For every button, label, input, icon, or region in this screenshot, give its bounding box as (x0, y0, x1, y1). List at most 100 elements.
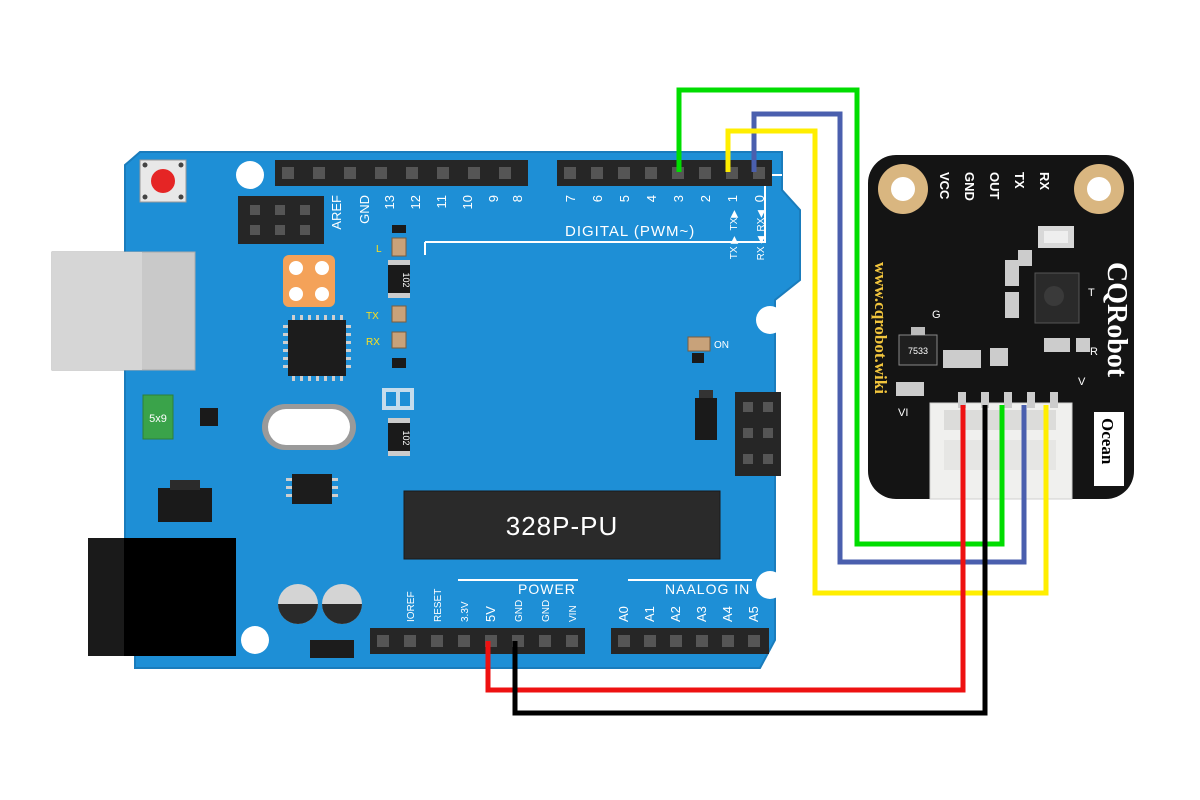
pin-label-0: 0 (752, 195, 767, 202)
pin-label-13: 13 (382, 195, 397, 209)
pin-label-4: 4 (644, 195, 659, 202)
pin-label-3: 3 (671, 195, 686, 202)
module-vi-label: VI (898, 407, 908, 419)
mounting-hole (236, 161, 264, 189)
digital-header-right (557, 160, 772, 186)
mounting-hole (878, 164, 928, 214)
led-rx-label: RX (366, 337, 380, 348)
dc-power-jack (88, 538, 236, 656)
pin-label-vin: VIN (568, 605, 579, 622)
module-pin-gnd-label: GND (962, 172, 977, 201)
analog-header (611, 628, 769, 654)
icsp-header (238, 196, 324, 244)
pin-label-ioref: IOREF (406, 591, 417, 622)
digital-header-title: DIGITAL (PWM~) (565, 223, 695, 240)
module-t-label: T (1088, 287, 1095, 299)
svg-text:102: 102 (401, 272, 411, 287)
pin-label-gnd: GND (357, 195, 372, 224)
led-on (687, 336, 711, 352)
pin-label-a0: A0 (616, 606, 631, 622)
module-product-label: Ocean (1098, 418, 1117, 465)
module-r-label: R (1090, 346, 1098, 358)
crystal-oscillator (262, 404, 356, 450)
led-tx-label: TX (366, 311, 379, 322)
mcu-chip-label: 328P-PU (506, 511, 619, 541)
rx-mark-label: RX ◀ (756, 236, 767, 261)
pin-label-9: 9 (486, 195, 501, 202)
pin-label-a1: A1 (642, 606, 657, 622)
tx-mark-label: TX ▶ (729, 236, 740, 260)
resistor-2: 102 (388, 418, 411, 456)
svg-text:7533: 7533 (908, 346, 928, 356)
module-v-label: V (1078, 376, 1086, 388)
led-l-label: L (376, 244, 382, 255)
led-l (391, 237, 407, 257)
power-header (370, 628, 585, 654)
wire-black (512, 405, 988, 716)
solder-jumper (283, 255, 335, 307)
analog-title: NAALOG IN (665, 581, 750, 597)
tx-arrow-label: TX▶ (729, 210, 740, 231)
digital-header-left (275, 160, 528, 186)
svg-text:5x9: 5x9 (149, 413, 167, 425)
module-main-chip (1034, 272, 1080, 324)
transistor (695, 398, 717, 440)
pin-label-8: 8 (510, 195, 525, 202)
pin-label-7: 7 (563, 195, 578, 202)
usb-connector (51, 251, 196, 371)
icsp-header-right (735, 392, 781, 476)
power-title: POWER (518, 581, 576, 597)
module-regulator: 7533 (898, 327, 938, 366)
module-pin-vcc-label: VCC (937, 172, 952, 200)
pin-label-a5: A5 (746, 606, 761, 622)
mounting-hole (756, 306, 784, 334)
transistor (200, 408, 218, 426)
led-rx (391, 331, 407, 349)
pin-label-10: 10 (460, 195, 475, 209)
pin-label-5: 5 (617, 195, 632, 202)
mounting-hole (756, 571, 784, 599)
wire-green (676, 87, 1005, 547)
module-url: www.cqrobot.wiki (871, 262, 890, 394)
usb-chip (283, 315, 351, 381)
pin-label-gnd-1: GND (514, 600, 525, 622)
module-pin-tx-label: TX (1012, 172, 1027, 189)
polyfuse: 5x9 (142, 394, 174, 440)
mounting-hole (241, 626, 269, 654)
rx-arrow-label: RX◀ (756, 210, 767, 232)
svg-text:102: 102 (401, 430, 411, 445)
wire-blue (751, 111, 1027, 565)
small-ic (286, 474, 338, 504)
capacitor (278, 584, 318, 624)
on-label: ON (714, 340, 729, 351)
resistor-pack (382, 388, 414, 410)
module-pin-rx-label: RX (1037, 172, 1052, 190)
wire-red (485, 405, 966, 693)
pin-label-3v3: 3.3V (460, 601, 471, 622)
mcu-chip: 328P-PU (403, 490, 721, 560)
pin-label-aref: AREF (329, 195, 344, 230)
mounting-hole (1074, 164, 1124, 214)
pin-label-a3: A3 (694, 606, 709, 622)
wire-yellow (725, 128, 1049, 596)
module-g-label: G (932, 309, 941, 321)
arduino-board: 5x9 (51, 151, 801, 669)
voltage-regulator (158, 488, 212, 522)
module-pin-out-label: OUT (987, 172, 1002, 200)
capacitor (322, 584, 362, 624)
pin-label-6: 6 (590, 195, 605, 202)
pin-label-a2: A2 (668, 606, 683, 622)
resistor-1: 102 (388, 260, 411, 298)
diode (310, 640, 354, 658)
led-tx (391, 305, 407, 323)
pin-label-a4: A4 (720, 606, 735, 622)
pin-label-5v: 5V (483, 606, 498, 622)
module-brand: CQRobot (1101, 262, 1132, 378)
reset-button[interactable] (139, 159, 187, 203)
cqrobot-ocean-module: RX TX OUT GND VCC www.cqrobot.wiki CQRob… (868, 155, 1134, 500)
pin-label-11: 11 (434, 195, 449, 209)
pin-label-reset: RESET (433, 589, 444, 622)
pin-label-12: 12 (408, 195, 423, 209)
pin-label-1: 1 (725, 195, 740, 202)
